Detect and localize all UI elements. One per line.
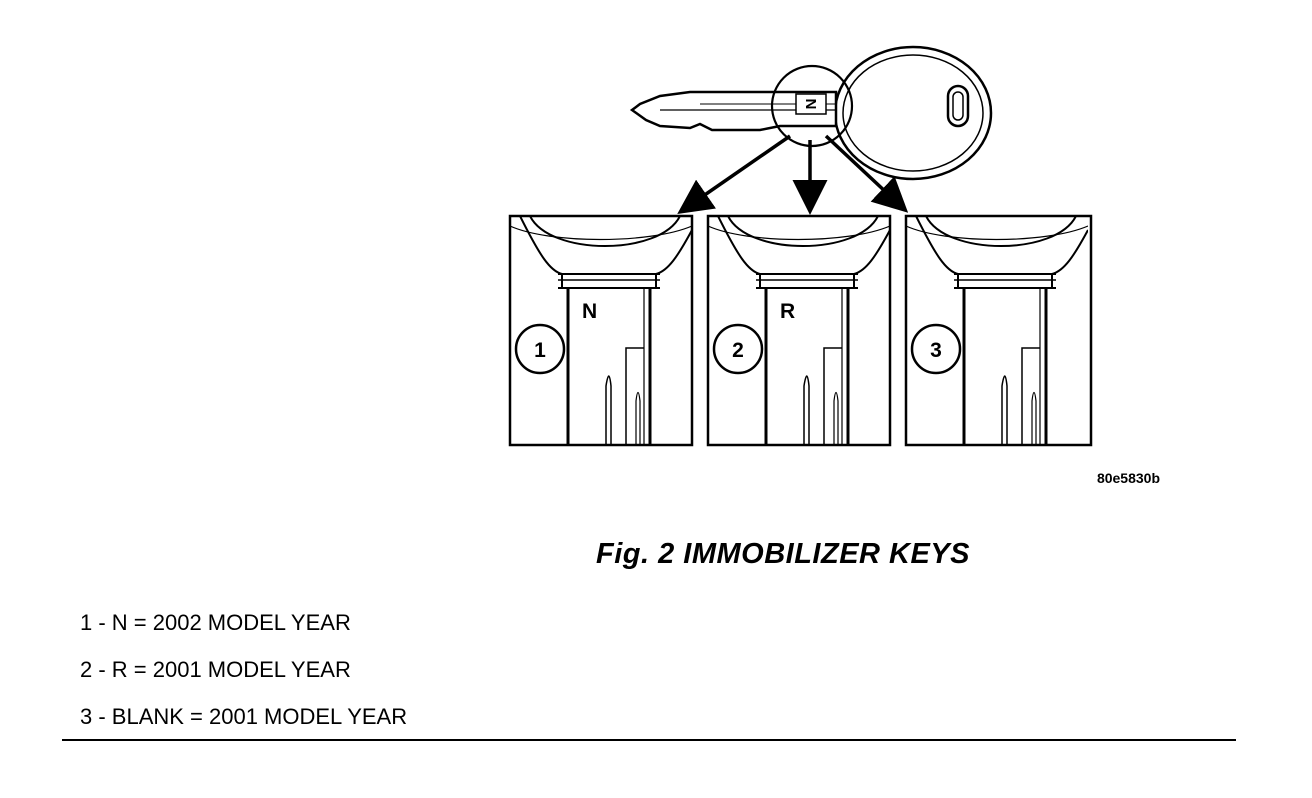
callout-number-2: 2: [732, 339, 744, 362]
callout-circle-3: [910, 323, 962, 375]
legend-item-3: 3 - BLANK = 2001 MODEL YEAR: [80, 704, 408, 729]
callout-number-3: 3: [930, 339, 942, 362]
panel-2: 2 R: [706, 214, 892, 447]
key-head-letter: N: [803, 99, 820, 110]
panel-letter-1: N: [582, 300, 597, 323]
pointer-arrows: [677, 134, 909, 215]
callout-number-1: 1: [534, 339, 546, 362]
callout-circle-2: [712, 323, 764, 375]
figure-title: Fig. 2 IMMOBILIZER KEYS: [596, 538, 971, 570]
arrow-to-panel-1: [677, 134, 791, 214]
panel-3: 3: [904, 214, 1093, 447]
panel-1: 1 N: [508, 214, 694, 447]
key-illustration: N: [629, 45, 993, 181]
legend-item-1: 1 - N = 2002 MODEL YEAR: [80, 610, 351, 635]
panel-letter-2: R: [780, 300, 795, 323]
bottom-divider: [62, 739, 1236, 741]
figure-reference-code: 80e5830b: [1096, 470, 1160, 486]
legend-item-2: 2 - R = 2001 MODEL YEAR: [80, 657, 351, 682]
callout-circle-1: [514, 323, 566, 375]
arrow-to-panel-3: [824, 134, 909, 213]
legend-list: 1 - N = 2002 MODEL YEAR 2 - R = 2001 MOD…: [80, 606, 407, 747]
